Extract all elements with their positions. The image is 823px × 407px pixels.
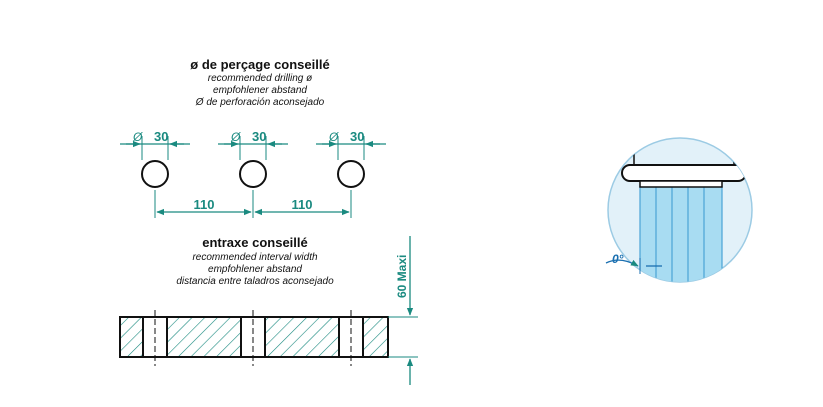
- drilling-subtitle-en: recommended drilling ø: [207, 73, 313, 84]
- interval-subtitle-es: distancia entre taladros aconsejado: [176, 276, 334, 287]
- section-view: [119, 310, 389, 366]
- drilling-title: ø de perçage conseillé: [190, 57, 330, 72]
- diameter-value-3: 30: [350, 129, 364, 144]
- thickness-label: 60 Maxi: [395, 255, 409, 298]
- drilling-subtitle-es: Ø de perforación aconsejado: [195, 97, 325, 108]
- hole-1-circle: [141, 160, 169, 188]
- angle-label: 0°: [612, 252, 624, 266]
- diameter-value-1: 30: [154, 129, 168, 144]
- diameter-symbol-2: Ø: [230, 130, 241, 144]
- hole-3-circle: [337, 160, 365, 188]
- diameter-symbol-3: Ø: [328, 130, 339, 144]
- hole-3: [316, 136, 386, 188]
- hole-1: [120, 136, 190, 188]
- hole-2-circle: [239, 160, 267, 188]
- detail-view: [605, 137, 753, 283]
- interval-subtitle-de: empfohlener abstand: [208, 264, 302, 275]
- spacing-label-1: 110: [194, 197, 215, 212]
- diameter-value-2: 30: [252, 129, 266, 144]
- hole-2: [218, 136, 288, 188]
- drilling-subtitle-de: empfohlener abstand: [213, 85, 307, 96]
- spacing-dimension: [154, 190, 352, 218]
- thickness-dimension: [388, 236, 418, 385]
- spacing-label-2: 110: [292, 197, 313, 212]
- interval-title: entraxe conseillé: [202, 235, 308, 250]
- diameter-symbol-1: Ø: [132, 130, 143, 144]
- interval-subtitle-en: recommended interval width: [192, 252, 318, 263]
